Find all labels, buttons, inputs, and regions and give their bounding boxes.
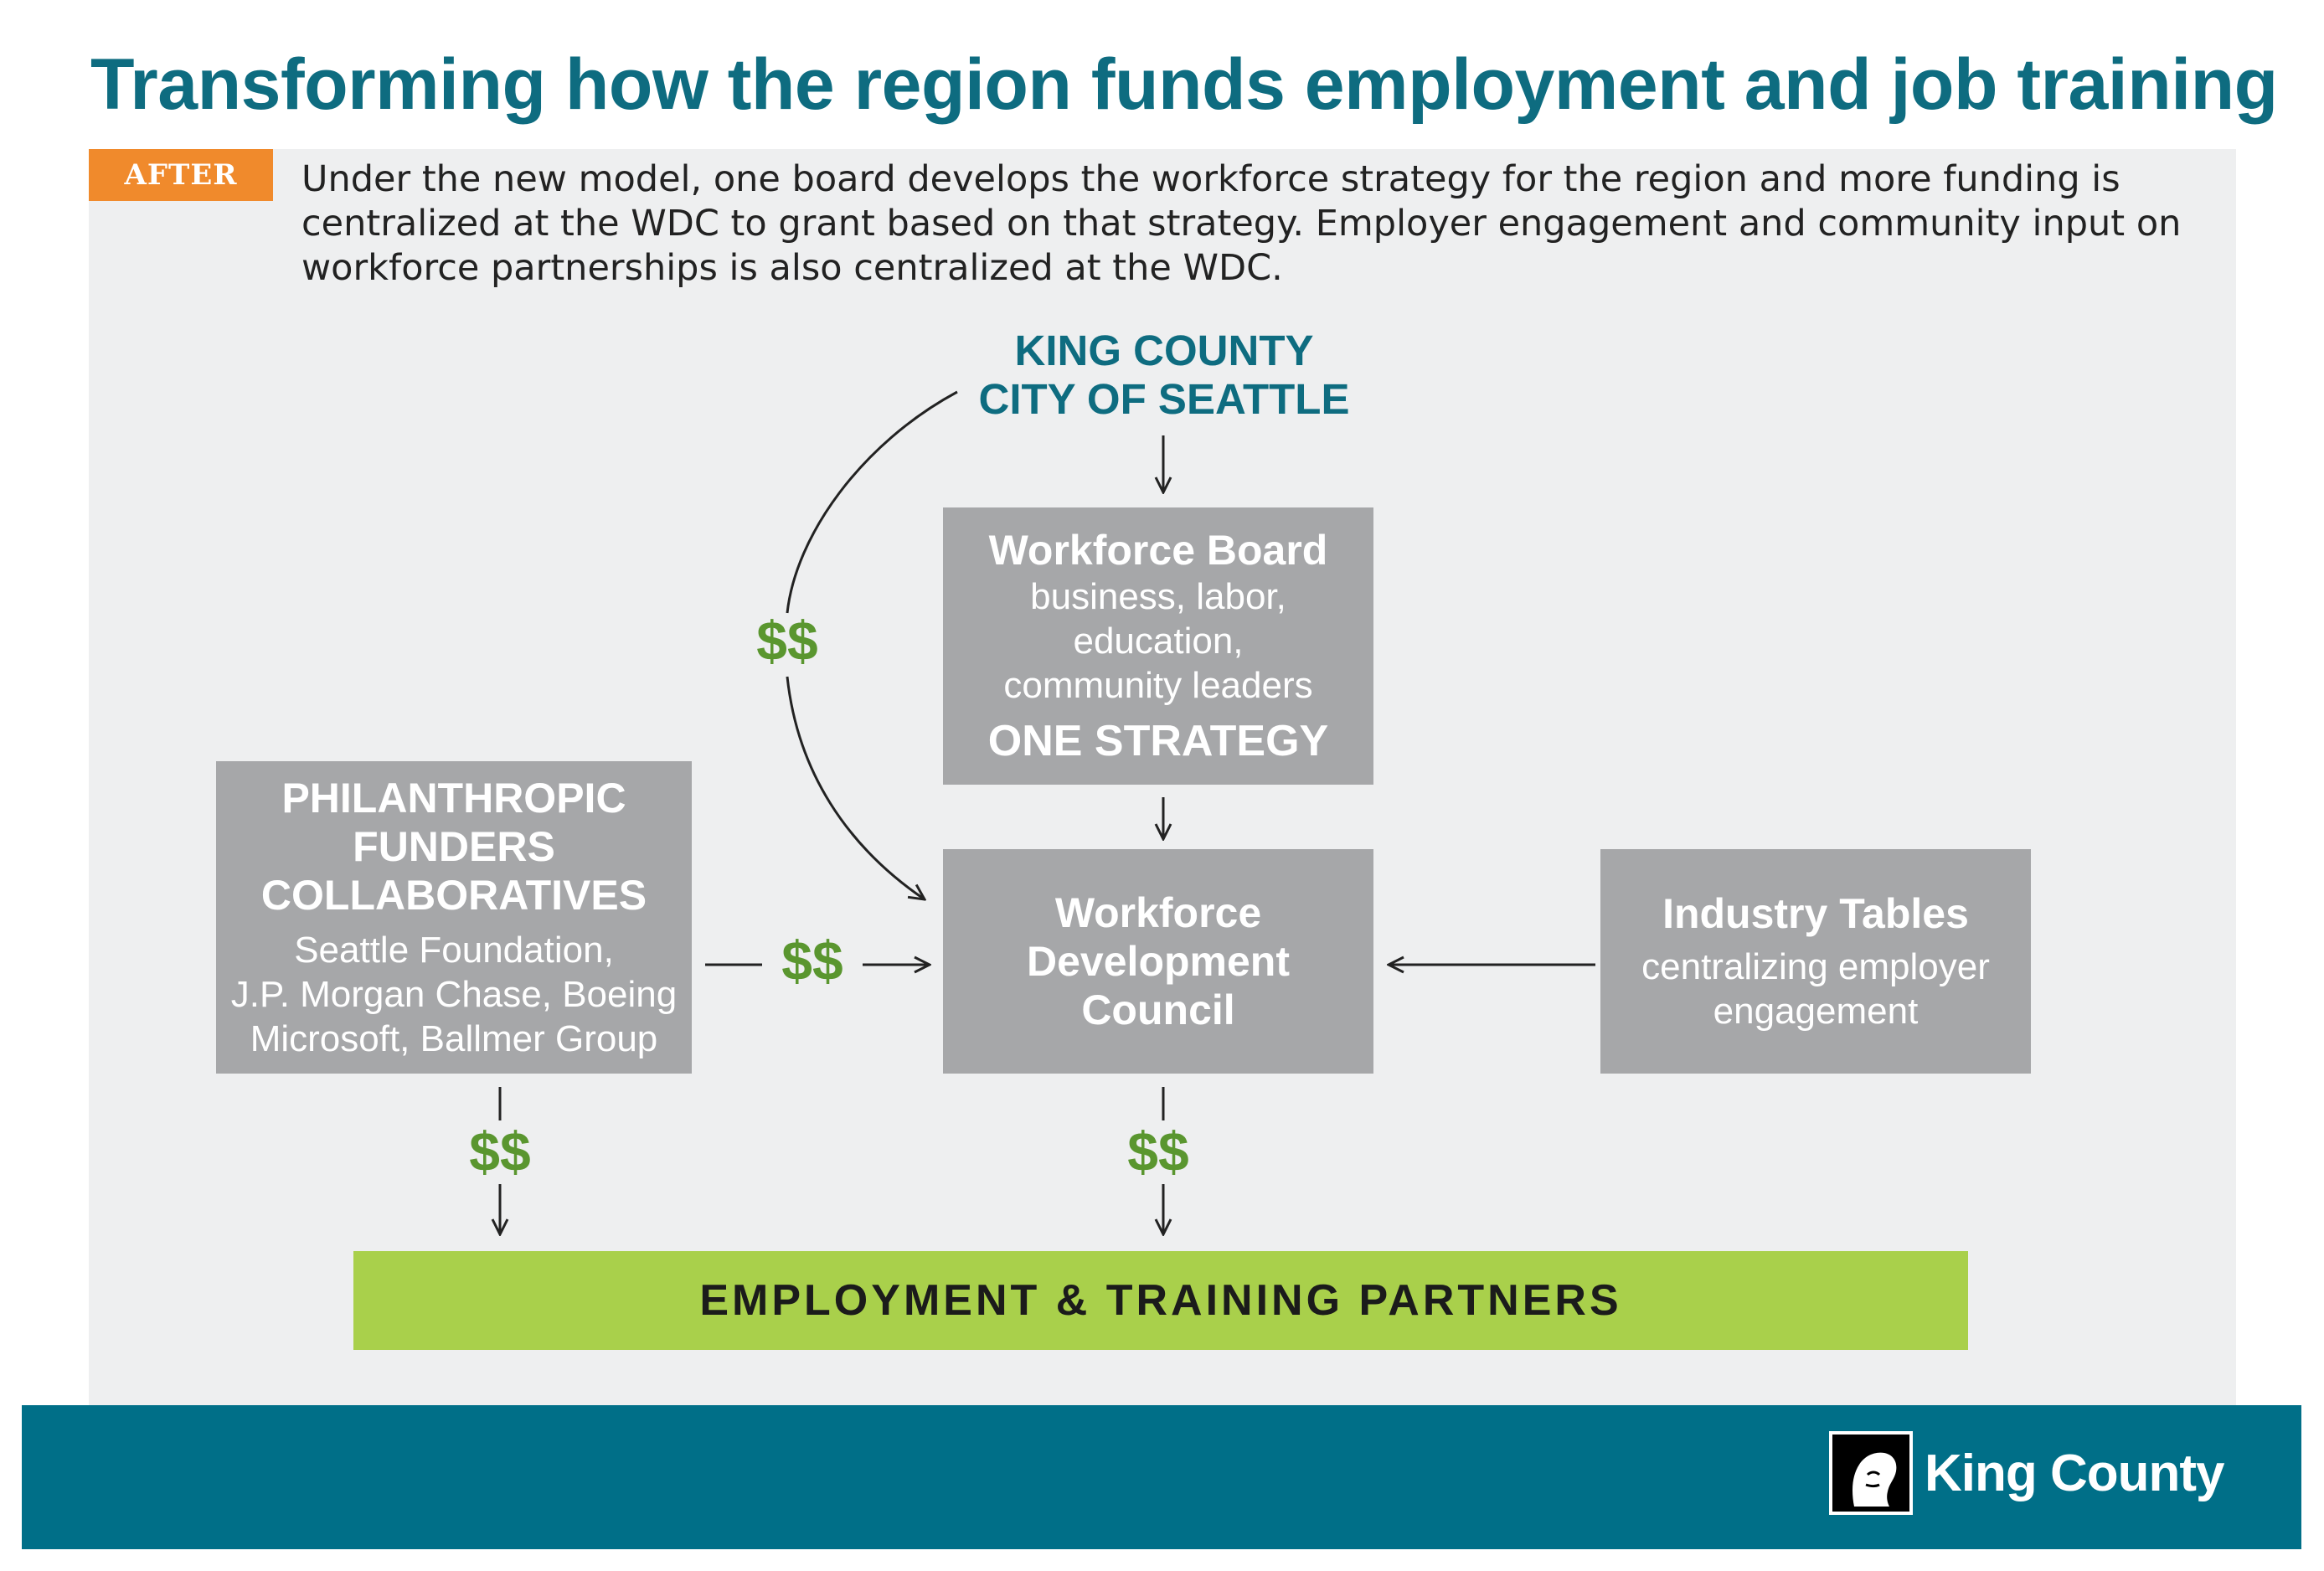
workforce-board-box: Workforce Board business, labor, educati… bbox=[943, 507, 1373, 785]
philanthropic-box: PHILANTHROPIC FUNDERS COLLABORATIVES Sea… bbox=[216, 761, 692, 1074]
king-county-logo: King County bbox=[1829, 1424, 2224, 1522]
money-label-philanthropic: $$ bbox=[781, 930, 843, 992]
industry-desc-2: engagement bbox=[1713, 991, 1919, 1032]
curve-money-to-wdc bbox=[786, 676, 925, 899]
philanthropic-funders-3: Microsoft, Ballmer Group bbox=[250, 1018, 658, 1059]
wdc-box: Workforce Development Council bbox=[943, 849, 1373, 1074]
philanthropic-title-2: FUNDERS bbox=[353, 823, 555, 870]
intro-text: Under the new model, one board develops … bbox=[301, 158, 2182, 289]
king-county-emblem-icon bbox=[1829, 1431, 1913, 1515]
after-tag: AFTER bbox=[89, 149, 273, 201]
wdc-line-2: Development bbox=[1027, 938, 1290, 985]
page-title: Transforming how the region funds employ… bbox=[90, 44, 2278, 125]
workforce-board-title: Workforce Board bbox=[988, 527, 1328, 574]
wdc-line-3: Council bbox=[1081, 986, 1235, 1033]
curve-gov-to-money bbox=[786, 390, 958, 614]
money-label-wdc-to-partners: $$ bbox=[1127, 1120, 1189, 1182]
philanthropic-funders-2: J.P. Morgan Chase, Boeing bbox=[230, 974, 678, 1015]
industry-desc-1: centralizing employer bbox=[1641, 946, 1990, 987]
industry-title: Industry Tables bbox=[1662, 890, 1969, 937]
government-line-2: CITY OF SEATTLE bbox=[978, 375, 1350, 423]
partners-bar: EMPLOYMENT & TRAINING PARTNERS bbox=[353, 1251, 1968, 1350]
money-label-phil-to-partners: $$ bbox=[469, 1120, 531, 1182]
money-label-government: $$ bbox=[756, 610, 818, 672]
wdc-line-1: Workforce bbox=[1054, 889, 1262, 936]
workforce-board-members-2: education, bbox=[1073, 621, 1244, 662]
workforce-board-members-3: community leaders bbox=[1003, 665, 1313, 706]
philanthropic-title-3: COLLABORATIVES bbox=[260, 872, 647, 919]
philanthropic-funders-1: Seattle Foundation, bbox=[294, 930, 614, 971]
workforce-board-members-1: business, labor, bbox=[1030, 576, 1286, 617]
workforce-board-strategy: ONE STRATEGY bbox=[987, 717, 1329, 765]
government-line-1: KING COUNTY bbox=[1014, 327, 1314, 374]
philanthropic-title-1: PHILANTHROPIC bbox=[281, 775, 626, 822]
logo-text: King County bbox=[1925, 1444, 2224, 1502]
government-funders: KING COUNTY CITY OF SEATTLE bbox=[913, 327, 1415, 424]
footer-bar bbox=[22, 1405, 2301, 1549]
industry-tables-box: Industry Tables centralizing employer en… bbox=[1600, 849, 2031, 1074]
